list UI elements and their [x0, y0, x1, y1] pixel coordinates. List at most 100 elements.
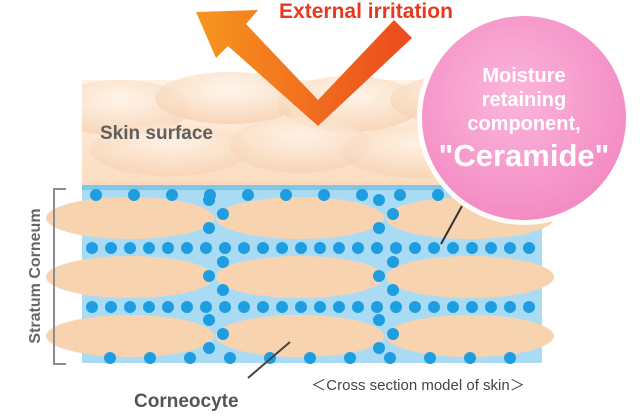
ceramide-dot	[90, 189, 102, 201]
ceramide-dot	[124, 242, 136, 254]
ceramide-dot	[124, 301, 136, 313]
ceramide-dot	[143, 301, 155, 313]
ceramide-dot	[373, 342, 385, 354]
ceramide-dot	[390, 242, 402, 254]
ceramide-dot	[314, 301, 326, 313]
ceramide-dot	[373, 314, 385, 326]
ceramide-dot	[295, 301, 307, 313]
ceramide-dot	[295, 242, 307, 254]
ceramide-dot	[162, 301, 174, 313]
ceramide-dot	[504, 242, 516, 254]
ceramide-dot	[384, 352, 396, 364]
ceramide-dot	[523, 301, 535, 313]
corneocyte-cell	[46, 315, 214, 357]
ceramide-dot	[428, 242, 440, 254]
ceramide-dot	[166, 189, 178, 201]
corneocyte-cell	[386, 315, 554, 357]
ceramide-dot	[373, 194, 385, 206]
external-irritation-arrow	[196, 10, 412, 126]
ceramide-dot	[217, 208, 229, 220]
diagram-caption: ＜Cross section model of skin＞	[311, 377, 524, 394]
ceramide-dot	[203, 342, 215, 354]
ceramide-dot	[280, 189, 292, 201]
corneocyte-cell	[386, 256, 554, 298]
ceramide-dot	[200, 301, 212, 313]
corneocyte-pointer	[247, 341, 291, 379]
ceramide-dot	[304, 352, 316, 364]
ceramide-dot	[428, 301, 440, 313]
ceramide-dot	[504, 301, 516, 313]
ceramide-dot	[105, 301, 117, 313]
ceramide-dot	[432, 189, 444, 201]
ceramide-dot	[447, 242, 459, 254]
ceramide-dot	[333, 301, 345, 313]
ceramide-dot	[217, 284, 229, 296]
ceramide-dot	[203, 222, 215, 234]
ceramide-dot	[105, 242, 117, 254]
ceramide-dot	[276, 242, 288, 254]
ceramide-dot	[333, 242, 345, 254]
ceramide-dot	[162, 242, 174, 254]
ceramide-dot	[86, 301, 98, 313]
ceramide-dot	[238, 301, 250, 313]
callout-line-2: retaining	[482, 89, 566, 111]
callout-line-3: component,	[467, 113, 580, 135]
corneocyte-label: Corneocyte	[134, 391, 239, 412]
ceramide-callout: Moisture retaining component, "Ceramide"	[417, 11, 631, 225]
skin-surface-label: Skin surface	[100, 123, 213, 144]
ceramide-dot	[409, 242, 421, 254]
ceramide-dot	[390, 301, 402, 313]
ceramide-dot	[203, 194, 215, 206]
corneocyte-cells	[46, 197, 554, 357]
ceramide-dot	[238, 242, 250, 254]
ceramide-dot	[523, 242, 535, 254]
ceramide-dot	[128, 189, 140, 201]
ceramide-dot	[203, 314, 215, 326]
corneocyte-cell	[216, 197, 384, 239]
ceramide-dot	[371, 242, 383, 254]
ceramide-dot	[352, 242, 364, 254]
ceramide-dot	[394, 189, 406, 201]
corneocyte-cell	[216, 315, 384, 357]
ceramide-dot	[352, 301, 364, 313]
stratum-corneum-label: Stratum Corneum	[27, 208, 44, 343]
ceramide-dot	[409, 301, 421, 313]
ceramide-dot	[217, 256, 229, 268]
ceramide-dot	[485, 242, 497, 254]
external-irritation-title: External irritation	[279, 0, 453, 23]
ceramide-dot	[104, 352, 116, 364]
ceramide-dot	[184, 352, 196, 364]
ceramide-dot	[144, 352, 156, 364]
ceramide-dot	[387, 284, 399, 296]
corneocyte-cell	[216, 256, 384, 298]
ceramide-dot	[373, 270, 385, 282]
ceramide-dot	[373, 222, 385, 234]
ceramide-dot	[371, 301, 383, 313]
ceramide-dot	[464, 352, 476, 364]
ceramide-dot	[344, 352, 356, 364]
ceramide-dot	[318, 189, 330, 201]
ceramide-dot	[447, 301, 459, 313]
callout-line-4: "Ceramide"	[439, 138, 610, 173]
ceramide-dot	[466, 301, 478, 313]
ceramide-dot	[257, 301, 269, 313]
ceramide-dot	[387, 328, 399, 340]
stratum-corneum-bracket	[53, 188, 66, 365]
ceramide-dot	[143, 242, 155, 254]
ceramide-pointer	[440, 205, 463, 245]
ceramide-dot	[181, 242, 193, 254]
ceramide-dot	[224, 352, 236, 364]
ceramide-dot	[356, 189, 368, 201]
ceramide-dot	[200, 242, 212, 254]
ceramide-dot	[387, 256, 399, 268]
ceramide-dot	[387, 208, 399, 220]
ceramide-dot	[485, 301, 497, 313]
ceramide-dot	[203, 270, 215, 282]
callout-line-1: Moisture	[482, 65, 565, 87]
ceramide-dot	[86, 242, 98, 254]
ceramide-dot	[504, 352, 516, 364]
ceramide-dot	[219, 301, 231, 313]
corneocyte-cell	[46, 256, 214, 298]
ceramide-dot	[219, 242, 231, 254]
